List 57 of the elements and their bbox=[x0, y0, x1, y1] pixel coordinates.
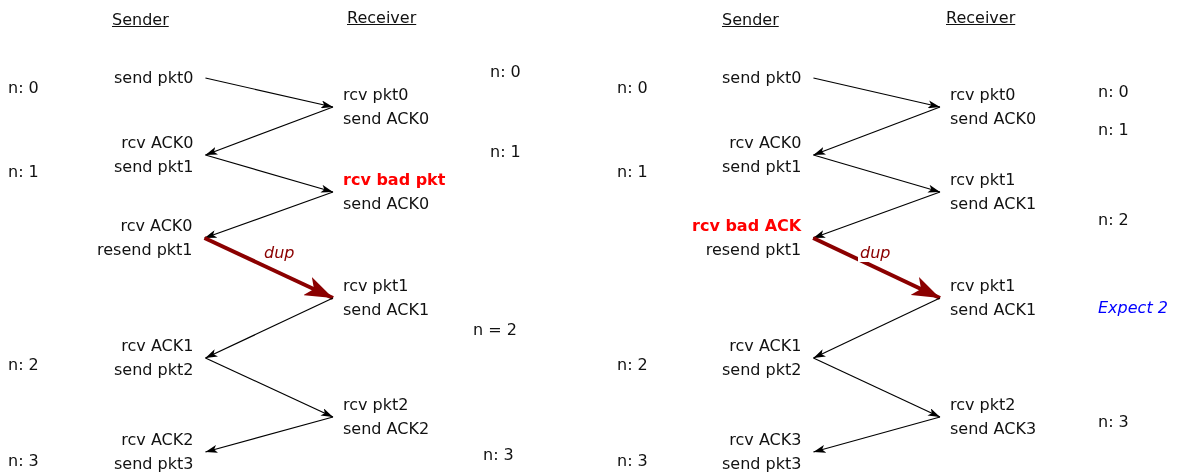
arrow bbox=[812, 357, 941, 418]
arrow bbox=[203, 236, 334, 300]
column-heading: Receiver bbox=[347, 8, 417, 28]
arrow bbox=[204, 297, 334, 359]
event-text: rcv pkt2 send ACK3 bbox=[940, 393, 1037, 441]
column-heading: Receiver bbox=[946, 8, 1016, 28]
state-label: n: 1 bbox=[8, 162, 39, 182]
state-label: n: 2 bbox=[617, 355, 648, 375]
column-heading: Sender bbox=[722, 10, 779, 30]
state-label: n: 2 bbox=[8, 355, 39, 375]
state-label: n: 1 bbox=[1098, 120, 1129, 140]
event-text: rcv pkt1 send ACK1 bbox=[333, 274, 430, 322]
state-label: n: 2 bbox=[1098, 210, 1129, 230]
arrow bbox=[204, 416, 334, 453]
arrow bbox=[812, 77, 941, 109]
event-text: rcv bad pkt send ACK0 bbox=[333, 168, 446, 216]
arrow bbox=[812, 106, 941, 156]
state-label: n: 3 bbox=[1098, 412, 1129, 432]
event-text: send pkt0 bbox=[114, 66, 206, 90]
edge-label: dup bbox=[858, 244, 893, 262]
state-label: n: 1 bbox=[490, 142, 521, 162]
edge-label: dup bbox=[262, 244, 297, 262]
arrow bbox=[203, 191, 334, 239]
event-text: rcv pkt0 send ACK0 bbox=[940, 83, 1037, 131]
event-text: send pkt0 bbox=[722, 66, 814, 90]
arrow bbox=[812, 191, 941, 239]
event-text: rcv pkt1 send ACK1 bbox=[940, 168, 1037, 216]
state-label: n: 0 bbox=[490, 62, 521, 82]
arrow bbox=[204, 154, 334, 193]
state-label: n: 3 bbox=[8, 451, 39, 471]
event-text: rcv ACK0 resend pkt1 bbox=[97, 214, 205, 262]
arrow bbox=[204, 106, 334, 156]
event-text: rcv ACK2 send pkt3 bbox=[114, 428, 206, 475]
event-text: rcv ACK1 send pkt2 bbox=[114, 334, 206, 382]
event-text: rcv bad ACK resend pkt1 bbox=[692, 214, 814, 262]
event-text: rcv ACK0 send pkt1 bbox=[722, 131, 814, 179]
state-label: n: 0 bbox=[8, 78, 39, 98]
event-text: rcv pkt1 send ACK1 bbox=[940, 274, 1037, 322]
arrow bbox=[812, 236, 941, 300]
state-label: n = 2 bbox=[473, 320, 517, 340]
arrow bbox=[812, 416, 941, 453]
state-label: n: 3 bbox=[483, 445, 514, 465]
event-text: rcv ACK3 send pkt3 bbox=[722, 428, 814, 475]
column-heading: Sender bbox=[112, 10, 169, 30]
arrow bbox=[812, 154, 941, 193]
event-text: rcv pkt2 send ACK2 bbox=[333, 393, 430, 441]
event-text: rcv pkt0 send ACK0 bbox=[333, 83, 430, 131]
arrow bbox=[204, 357, 334, 418]
event-text: rcv ACK0 send pkt1 bbox=[114, 131, 206, 179]
state-label: n: 3 bbox=[617, 451, 648, 471]
state-label: n: 0 bbox=[617, 78, 648, 98]
note-text: Expect 2 bbox=[1098, 298, 1168, 318]
event-text: rcv ACK1 send pkt2 bbox=[722, 334, 814, 382]
state-label: n: 1 bbox=[617, 162, 648, 182]
arrow bbox=[204, 77, 334, 109]
arrow bbox=[812, 297, 941, 359]
state-label: n: 0 bbox=[1098, 82, 1129, 102]
